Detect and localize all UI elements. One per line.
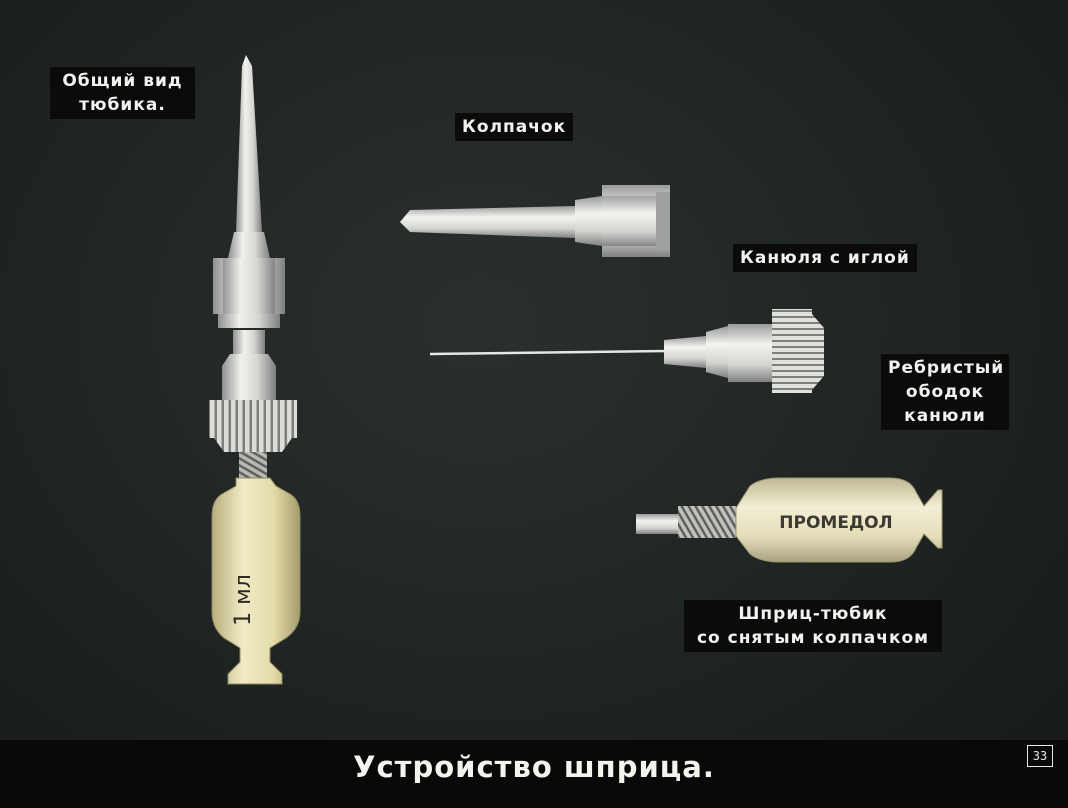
label-cannula-text: Канюля с иглой [740,248,910,268]
caption-bar [0,740,1068,808]
frame-number: 33 [1027,745,1053,767]
label-cap-text: Колпачок [462,117,567,137]
syringe-illustration: 1 мл ПРОМЕДОЛ [209,55,943,685]
label-cannula: Канюля с иглой [733,244,917,272]
cannula-drawing [429,309,824,393]
tube-brand-text: ПРОМЕДОЛ [779,513,892,533]
label-ribbed-rim: Ребристый ободок канюли [881,354,1009,430]
label-ribbed-line2: ободок [905,382,985,402]
label-syringe-line2: со снятым колпачком [696,628,930,648]
tube-general-view: 1 мл [209,55,301,685]
slide-caption: Устройство шприца. [353,750,715,784]
label-ribbed-line3: канюли [904,406,986,426]
tube-volume-text: 1 мл [231,574,256,626]
label-general-view-line2: тюбика. [79,95,166,115]
syringe-tube-drawing: ПРОМЕДОЛ [636,477,943,563]
label-syringe-line1: Шприц-тюбик [738,604,888,624]
label-general-view: Общий вид тюбика. [50,67,195,119]
label-ribbed-line1: Ребристый [888,358,1005,378]
label-general-view-line1: Общий вид [62,71,183,91]
label-syringe-tube: Шприц-тюбик со снятым колпачком [684,600,942,652]
label-cap: Колпачок [455,113,574,141]
cap-drawing [400,185,670,257]
